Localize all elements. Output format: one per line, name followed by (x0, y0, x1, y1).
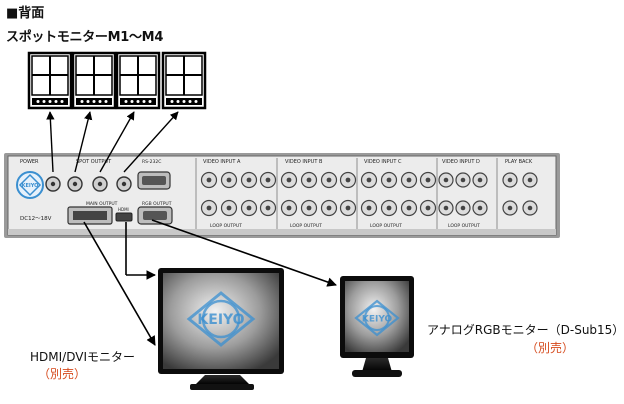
spot-connection-arrows (46, 111, 179, 173)
playback-label: PLAY BACK (505, 159, 533, 165)
loop-output-b-label: LOOP OUTPUT (290, 223, 322, 229)
video-input-d-label: VIDEO INPUT D (442, 159, 480, 165)
main-connection-arrows (83, 219, 337, 346)
video-input-c-connectors (360, 171, 437, 217)
spot-monitor-2 (71, 51, 117, 110)
spot-monitor-3 (115, 51, 161, 110)
hdmi-monitor-logo: KEIYO (186, 291, 256, 347)
panel-brand-logo: KEIYO (16, 171, 44, 199)
spot-monitor-4 (161, 51, 207, 110)
spot-monitors (27, 51, 207, 110)
hdmi-port (115, 212, 133, 222)
analog-rgb-monitor-label: アナログRGBモニター（D-Sub15） (427, 323, 624, 337)
hdmi-dvi-monitor-label: HDMI/DVIモニター (30, 350, 135, 364)
main-output-label: MAIN OUTPUT (86, 201, 118, 207)
rear-panel-diagram: POWER SPOT OUTPUT RS-232C VIDEO INPUT A … (4, 6, 624, 390)
section-title: ■背面 (6, 6, 45, 21)
loop-output-d-label: LOOP OUTPUT (448, 223, 480, 229)
rgb-port (137, 206, 173, 225)
video-input-a-connectors (200, 171, 277, 217)
spot-output-connectors (45, 176, 132, 192)
loop-output-c-label: LOOP OUTPUT (370, 223, 402, 229)
video-input-c-label: VIDEO INPUT C (364, 159, 402, 165)
spot-output-label: SPOT OUTPUT (76, 159, 112, 165)
rgb-monitor-logo: KEIYO (354, 299, 400, 337)
playback-connectors (502, 172, 538, 216)
analog-rgb-monitor: KEIYO (340, 276, 414, 377)
video-input-b-connectors (280, 171, 357, 217)
rear-panel: POWER SPOT OUTPUT RS-232C VIDEO INPUT A … (4, 153, 560, 238)
hdmi-dvi-monitor-note: （別売） (38, 367, 87, 381)
hdmi-port-label: HDMI (118, 207, 129, 212)
rgb-output-label: RGB OUTPUT (142, 201, 172, 207)
video-input-a-label: VIDEO INPUT A (203, 159, 241, 165)
hdmi-monitor-logo-text: KEIYO (197, 312, 244, 328)
video-input-b-label: VIDEO INPUT B (285, 159, 323, 165)
analog-rgb-monitor-note: （別売） (526, 341, 575, 355)
diagram-canvas: POWER SPOT OUTPUT RS-232C VIDEO INPUT A … (4, 51, 560, 390)
spot-monitor-1 (27, 51, 73, 110)
video-input-d-connectors (438, 172, 488, 216)
hdmi-dvi-monitor: KEIYO (158, 268, 284, 390)
voltage-label: DC12～18V (20, 216, 52, 222)
loop-output-a-label: LOOP OUTPUT (210, 223, 242, 229)
spot-monitors-label: スポットモニターM1～M4 (6, 30, 164, 45)
rgb-monitor-logo-text: KEIYO (362, 315, 393, 325)
power-label: POWER (20, 159, 39, 165)
panel-brand-text: KEIYO (22, 183, 39, 189)
rs232-label: RS-232C (142, 159, 161, 165)
rs232-port (137, 171, 171, 190)
dvi-port (67, 206, 113, 225)
